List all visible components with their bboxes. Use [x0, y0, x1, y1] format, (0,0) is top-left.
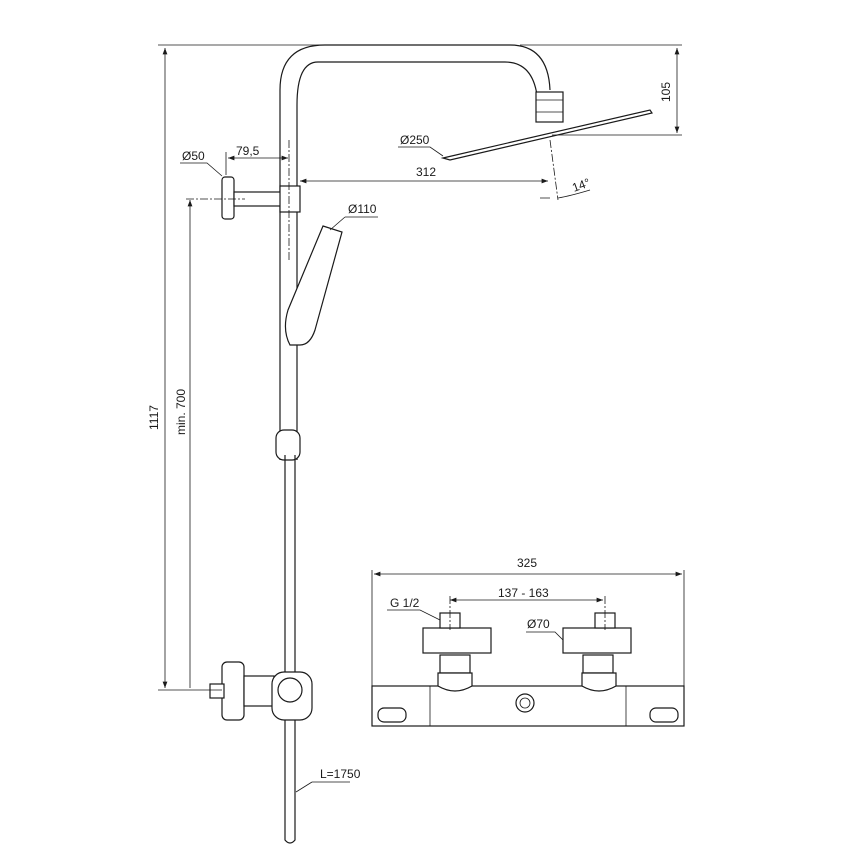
mixer-front-view: [371, 612, 685, 727]
label-hose-length: L=1750: [320, 767, 361, 781]
label-d110: Ø110: [348, 202, 377, 216]
label-g12: G 1/2: [390, 596, 420, 610]
label-d1117: 1117: [147, 405, 161, 430]
hand-shower: [284, 225, 343, 346]
shower-hose: [284, 455, 296, 844]
dimension-lines: [158, 44, 685, 793]
mixer-side-view: [209, 661, 313, 721]
label-d325: 325: [517, 556, 537, 570]
label-d137: 137 - 163: [498, 586, 549, 600]
label-d70: Ø70: [527, 617, 550, 631]
overhead-shower-head: [440, 109, 653, 161]
label-d312: 312: [416, 165, 436, 179]
label-min700: min. 700: [174, 389, 188, 435]
label-d79: 79,5: [236, 144, 260, 158]
label-d50: Ø50: [182, 149, 205, 163]
hand-shower-holder: [275, 429, 301, 461]
label-d105: 105: [659, 82, 673, 102]
label-angle: 14°: [570, 175, 592, 194]
wall-bracket: [221, 176, 301, 220]
label-d250: Ø250: [400, 133, 430, 147]
